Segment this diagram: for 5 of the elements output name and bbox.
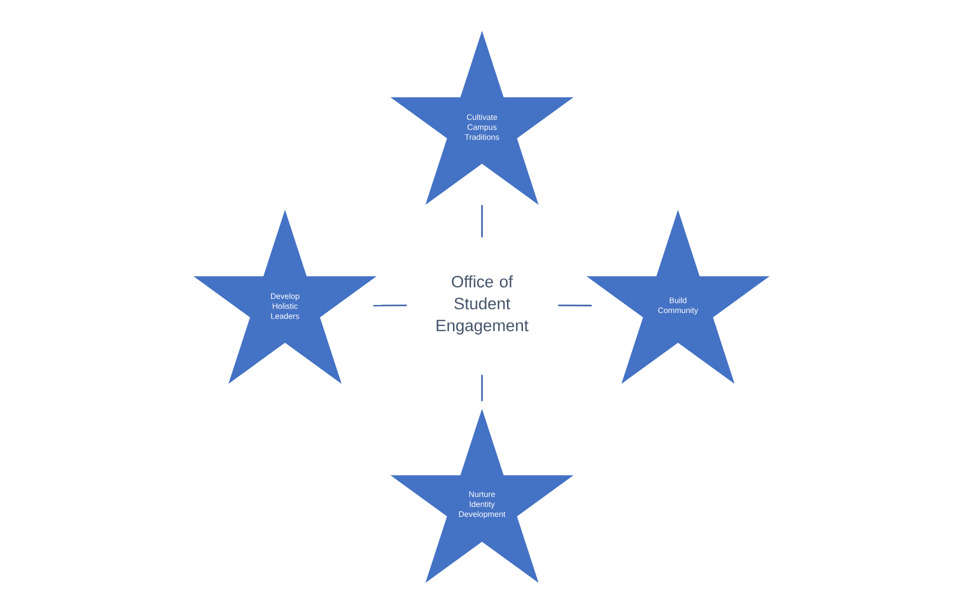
connector-line bbox=[481, 205, 483, 238]
connector-line bbox=[373, 304, 407, 306]
connector-line bbox=[481, 374, 483, 402]
central-label: Office of Student Engagement bbox=[436, 275, 528, 335]
connector-line bbox=[558, 304, 592, 306]
